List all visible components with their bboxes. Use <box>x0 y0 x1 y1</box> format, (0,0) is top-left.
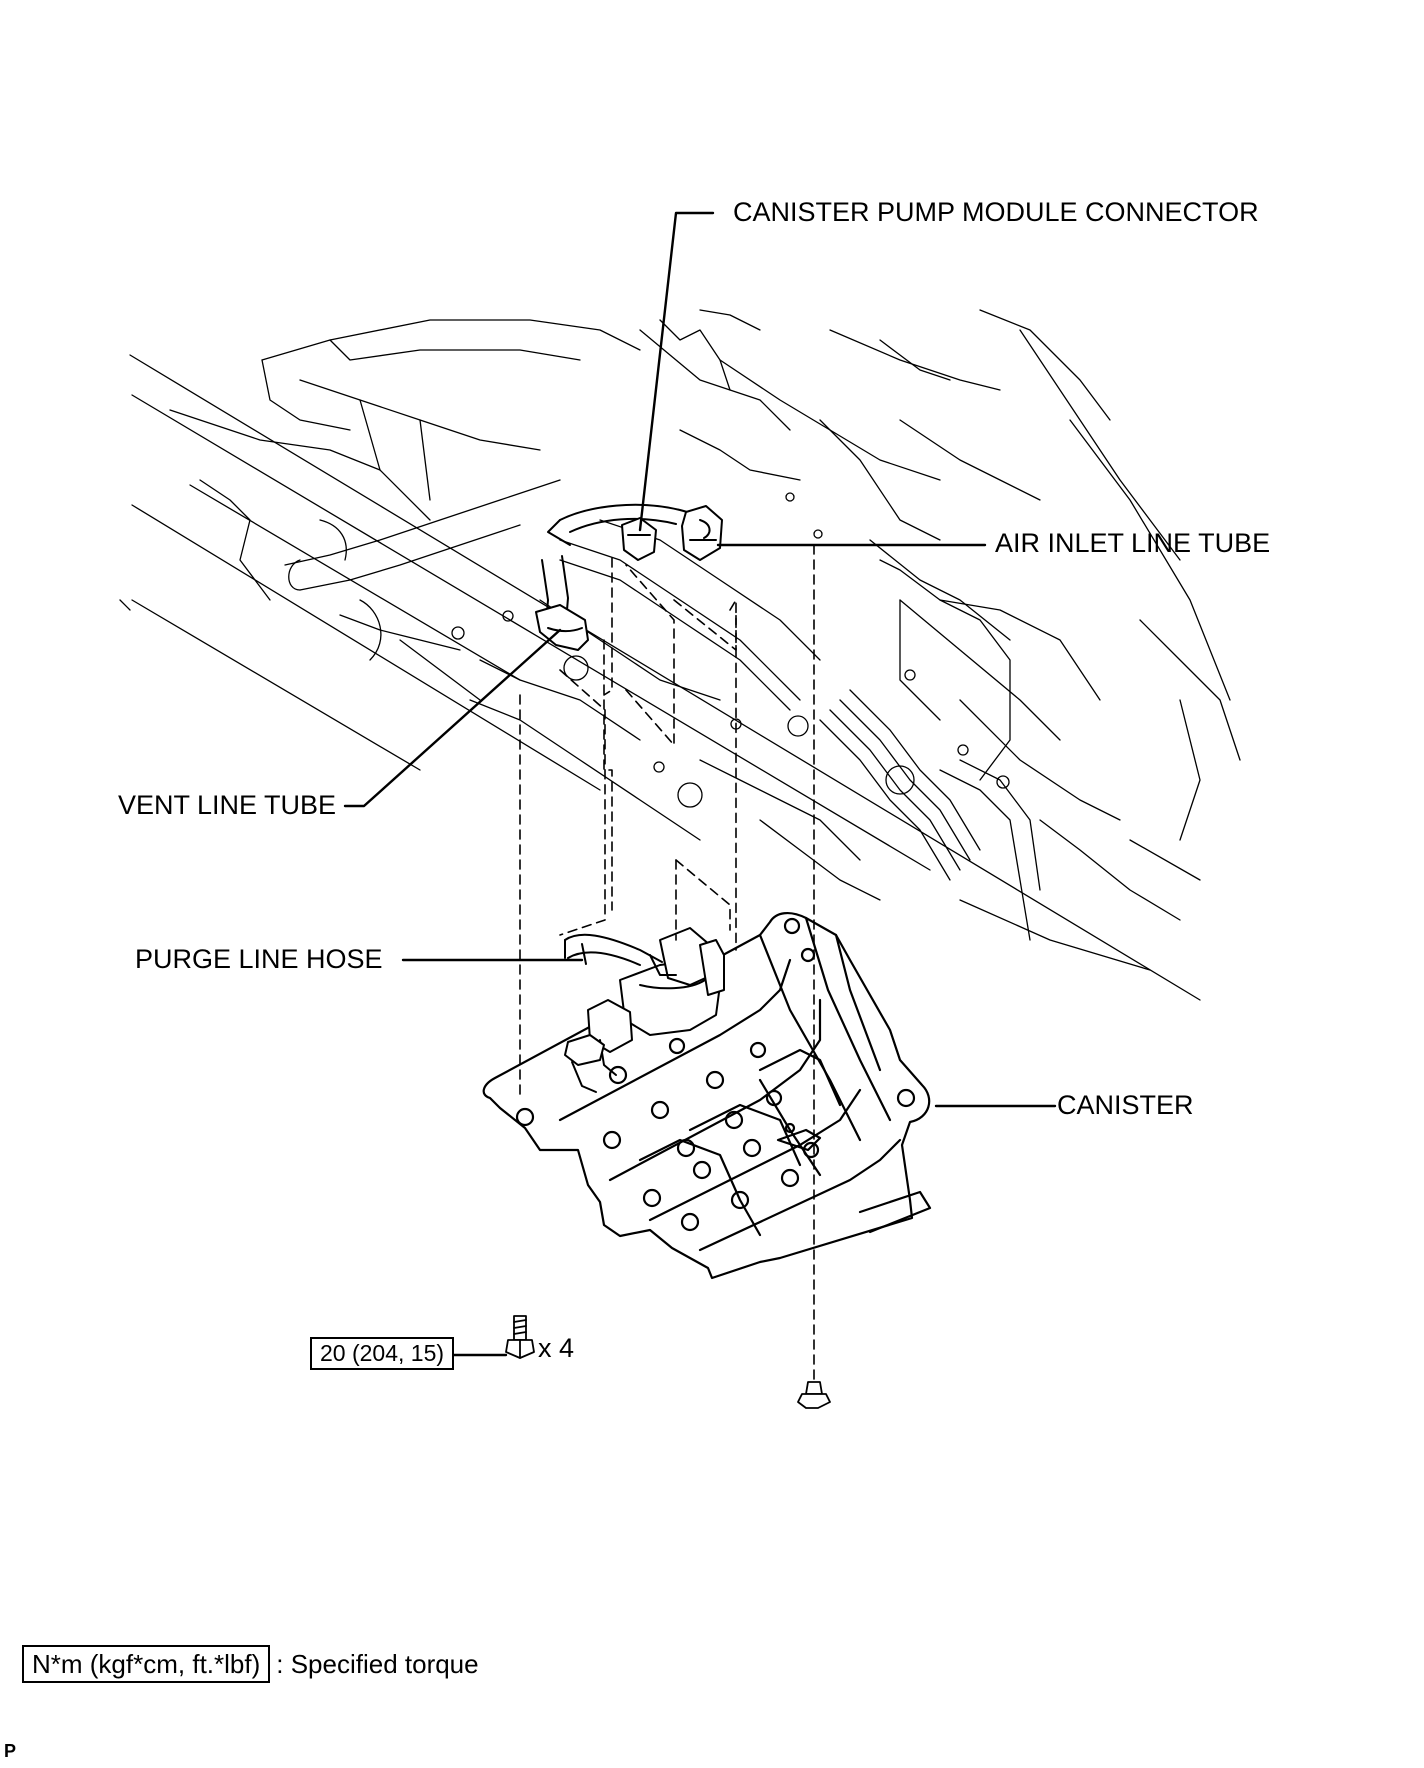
canister-fittings <box>564 927 725 1093</box>
vehicle-underbody <box>119 309 1241 1001</box>
clip <box>797 1381 831 1409</box>
torque-legend: N*m (kgf*cm, ft.*lbf) : Specified torque <box>22 1645 479 1683</box>
leader-lines <box>343 211 1057 1357</box>
label-air-inlet-line-tube: AIR INLET LINE TUBE <box>995 528 1271 558</box>
canister-body <box>482 912 932 1280</box>
legend-unit-box: N*m (kgf*cm, ft.*lbf) <box>22 1645 271 1683</box>
alignment-lines <box>519 544 815 1396</box>
figure-code: P <box>4 1741 17 1761</box>
bolt-quantity: x 4 <box>538 1333 575 1363</box>
label-vent-line-tube: VENT LINE TUBE <box>118 790 337 820</box>
legend-text: : Specified torque <box>276 1649 479 1679</box>
label-purge-line-hose: PURGE LINE HOSE <box>135 944 383 974</box>
bolt <box>505 1315 535 1359</box>
tube-assembly <box>535 503 723 651</box>
label-canister: CANISTER <box>1057 1090 1194 1120</box>
label-canister-pump-module-connector: CANISTER PUMP MODULE CONNECTOR <box>733 197 1259 227</box>
torque-spec-box: 20 (204, 15) <box>310 1337 455 1370</box>
